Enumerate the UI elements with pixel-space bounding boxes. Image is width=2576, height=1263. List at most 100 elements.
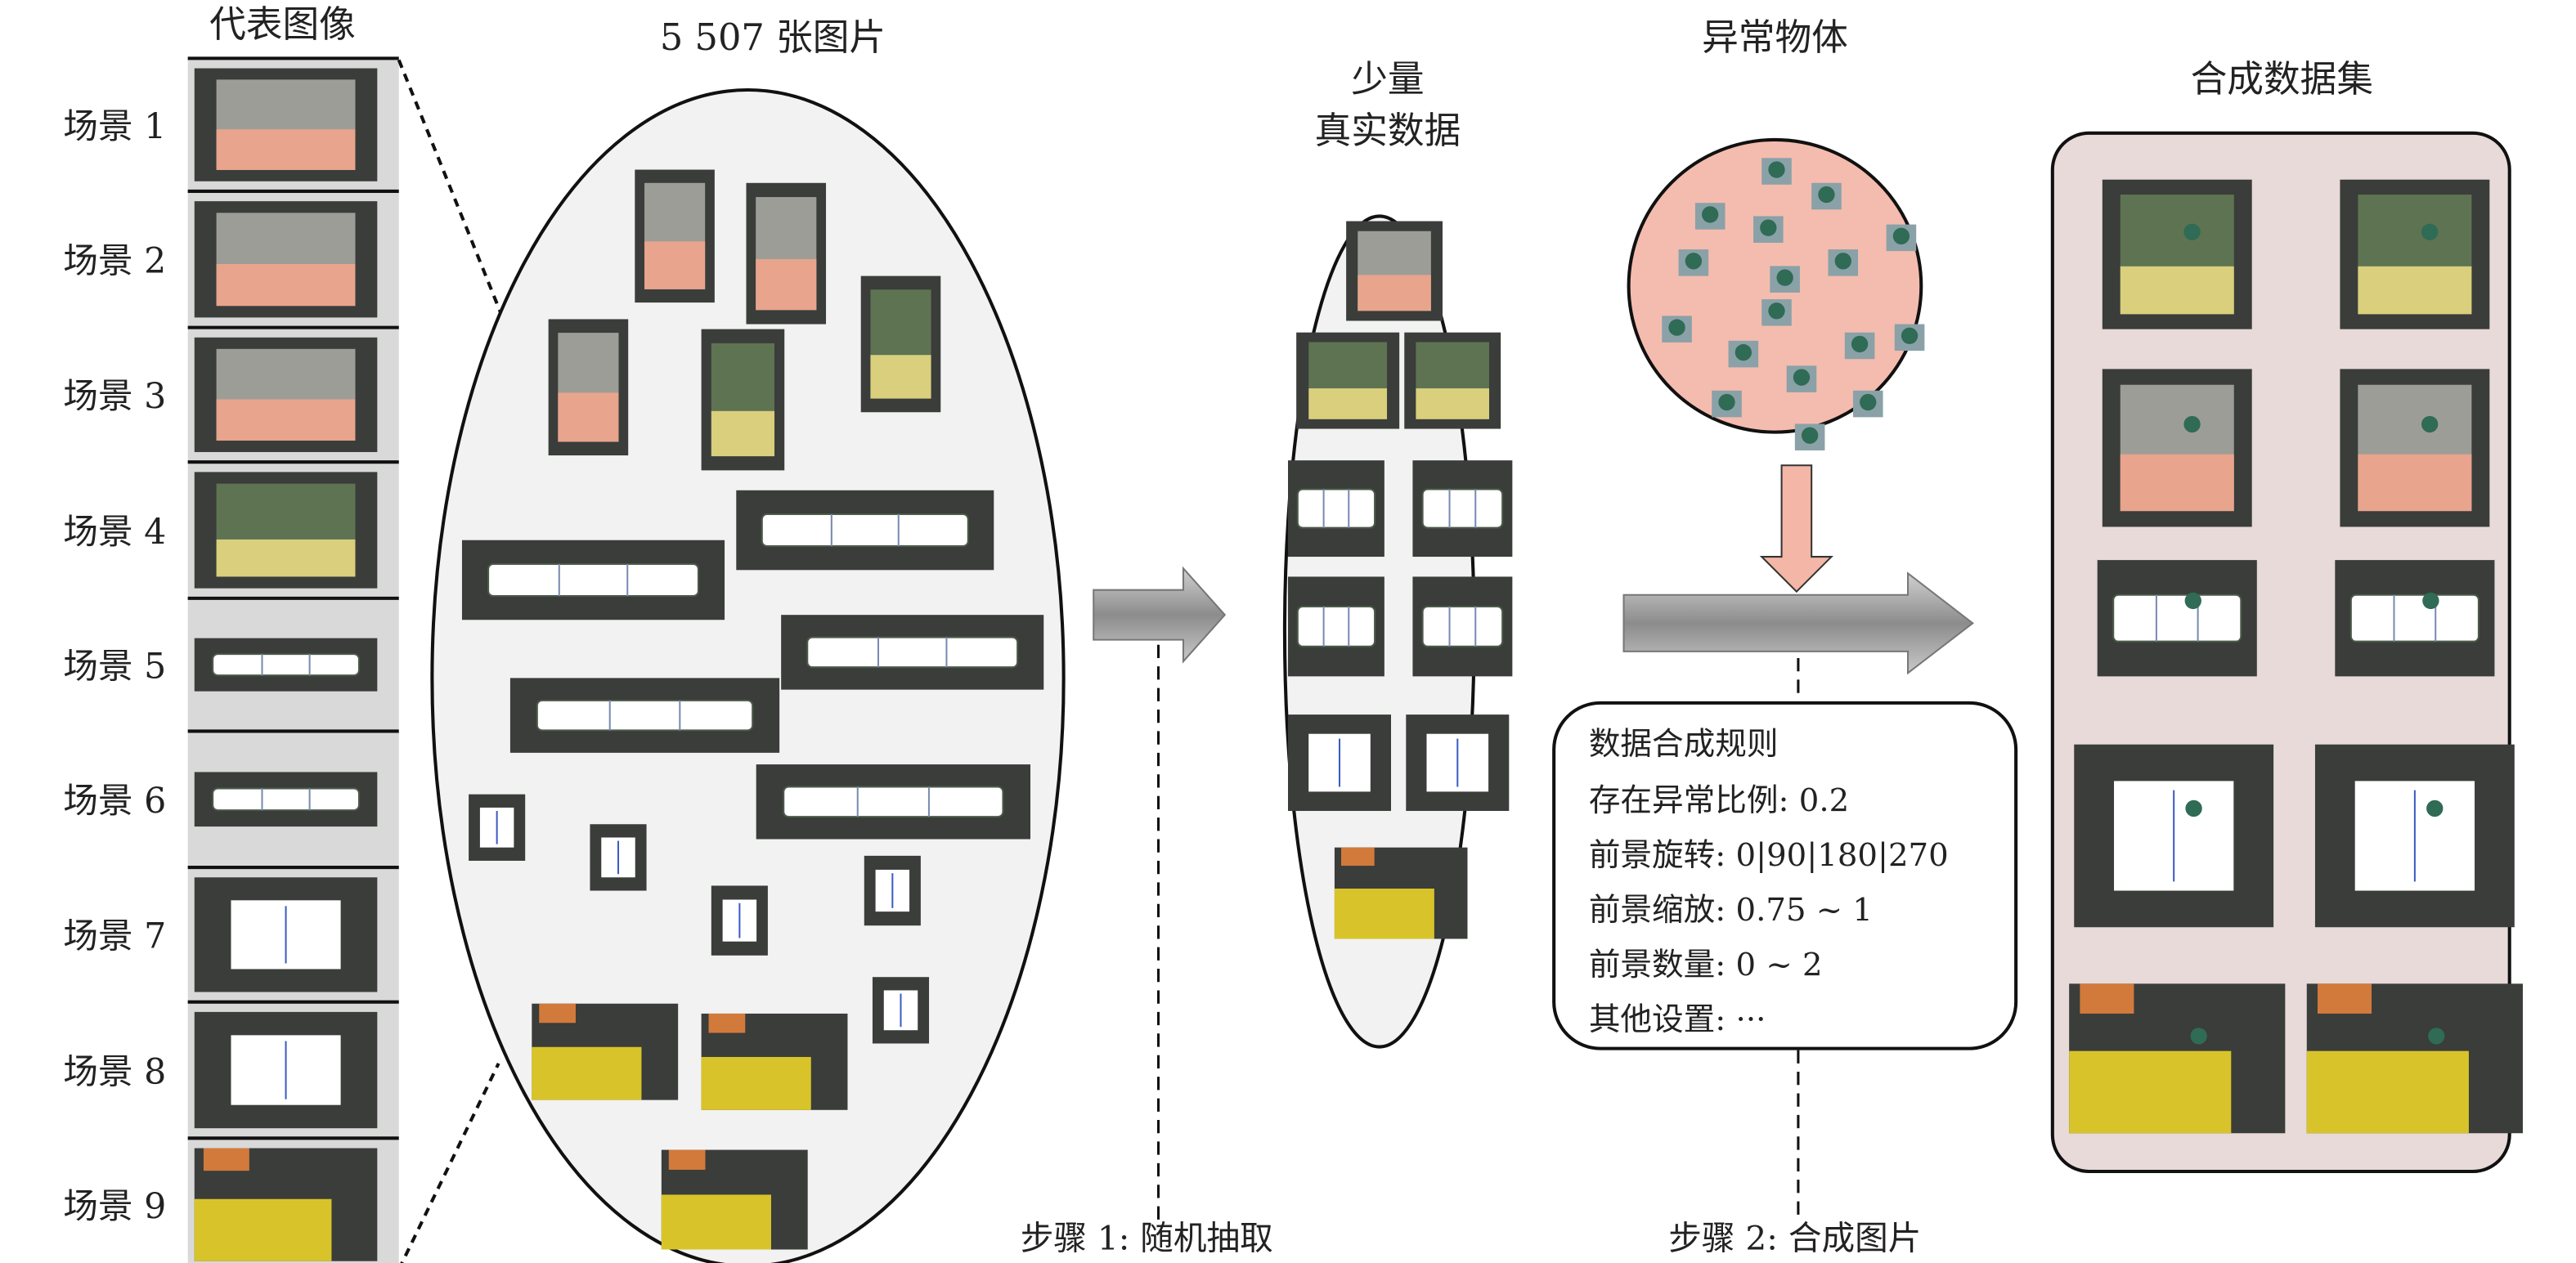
pool-image-connector: [539, 1003, 576, 1023]
scene-thumbnail-tape: [216, 129, 356, 170]
pasted-screw-icon: [2183, 223, 2201, 240]
synthetic-image-connector: [2317, 983, 2372, 1014]
screw-icon: [1768, 161, 1785, 178]
synthetic-image-foil: [2306, 1050, 2469, 1134]
sample-image-foil: [1334, 888, 1434, 939]
sample-image-slot: [1296, 488, 1376, 529]
pool-image-slot: [783, 786, 1004, 818]
rule-line: 前景旋转: 0|90|180|270: [1589, 837, 1949, 874]
scene-label: 场景 6: [63, 781, 166, 822]
synthesis-rules-box: [1552, 701, 2018, 1050]
scene-thumbnail-tape: [216, 539, 356, 577]
screw-icon: [1892, 227, 1910, 244]
pool-image-tape: [644, 241, 706, 289]
screw-icon: [1801, 427, 1819, 444]
scene-label: 场景 5: [63, 646, 166, 687]
pasted-screw-icon: [2184, 592, 2201, 610]
scene-label: 场景 7: [63, 916, 166, 957]
pool-image-slot: [536, 699, 754, 732]
scene-label: 场景 9: [63, 1186, 166, 1227]
pasted-screw-icon: [2183, 415, 2201, 433]
scene-dividers: [187, 56, 399, 1140]
screw-icon: [1851, 335, 1869, 353]
sample-image-slot: [1421, 488, 1504, 529]
pool-image-foil: [701, 1056, 811, 1110]
rule-line: 其他设置: ···: [1589, 1001, 1766, 1038]
screw-icon: [1718, 393, 1735, 411]
sample-image-tape: [1416, 388, 1489, 419]
scene-thumbnail-tape: [216, 263, 356, 307]
pool-image-tape: [870, 355, 931, 399]
pasted-screw-icon: [2426, 799, 2444, 817]
sample-image-tape: [1308, 388, 1388, 419]
sample-title-line2: 真实数据: [1315, 110, 1461, 152]
sample-image-slot: [1421, 605, 1504, 647]
scene-label: 场景 1: [63, 106, 166, 147]
synthetic-image-slot: [2112, 593, 2242, 643]
screw-icon: [1668, 319, 1685, 336]
representative-title: 代表图像: [209, 3, 356, 46]
pool-image-slot: [806, 636, 1019, 669]
synthetic-title: 合成数据集: [2191, 58, 2373, 101]
pool-image-tape: [711, 410, 775, 457]
synthetic-image-tape: [2358, 454, 2472, 512]
pasted-screw-icon: [2428, 1028, 2445, 1045]
sample-image-connector: [1341, 847, 1375, 867]
scene-label: 场景 4: [63, 512, 166, 553]
rule-line: 存在异常比例: 0.2: [1589, 782, 1849, 819]
synthetic-image-foil: [2069, 1050, 2232, 1134]
synthetic-image-tape: [2358, 266, 2472, 315]
synthetic-image-slot: [2349, 593, 2480, 643]
pool-image-tape: [756, 259, 817, 311]
scene-thumbnail-connector: [203, 1148, 249, 1171]
pasted-screw-icon: [2422, 592, 2439, 610]
zoom-dashed-line-bottom: [400, 1063, 500, 1263]
pool-image-slot: [487, 562, 699, 598]
pasted-screw-icon: [2421, 223, 2439, 240]
pasted-screw-icon: [2421, 415, 2439, 433]
rule-line: 前景数量: 0 ~ 2: [1589, 947, 1823, 983]
pool-image-slot: [761, 513, 969, 548]
zoom-dashed-line-top: [397, 59, 504, 317]
screw-icon: [1860, 393, 1877, 411]
screw-icon: [1768, 302, 1785, 320]
pasted-screw-icon: [2190, 1028, 2207, 1045]
pool-image-tape: [558, 392, 619, 442]
scene-label: 场景 3: [63, 376, 166, 417]
down-arrow: [1759, 464, 1834, 593]
pool-image-foil: [532, 1046, 642, 1100]
screw-icon: [1685, 253, 1703, 270]
pool-title: 5 507 张图片: [660, 16, 886, 59]
anomaly-title: 异常物体: [1702, 16, 1848, 59]
pool-image-foil: [661, 1194, 771, 1250]
screw-icon: [1760, 219, 1777, 236]
screw-icon: [1776, 269, 1793, 286]
sample-image-slot: [1296, 605, 1376, 647]
synthetic-image-tape: [2120, 454, 2234, 512]
screw-icon: [1735, 343, 1752, 361]
synthetic-image-connector: [2080, 983, 2134, 1014]
sampling-arrow: [1093, 566, 1227, 664]
screw-icon: [1793, 369, 1811, 386]
scene-thumbnail-slot: [212, 787, 360, 812]
scene-label: 场景 8: [63, 1051, 166, 1092]
pool-image-connector: [668, 1149, 706, 1170]
synthetic-image-tape: [2120, 266, 2234, 315]
step2-label: 步骤 2: 合成图片: [1668, 1219, 1921, 1258]
scene-thumbnail-slot: [212, 653, 360, 677]
scene-thumbnail-tape: [216, 399, 356, 441]
synthesis-arrow: [1622, 571, 1974, 675]
screw-icon: [1702, 206, 1719, 223]
pool-image-connector: [708, 1013, 746, 1033]
step1-label: 步骤 1: 随机抽取: [1021, 1219, 1273, 1258]
sample-title-line1: 少量: [1351, 58, 1424, 101]
rule-line: 前景缩放: 0.75 ~ 1: [1589, 892, 1873, 929]
screw-icon: [1901, 327, 1919, 344]
sample-image-tape: [1358, 275, 1431, 311]
scene-thumbnail-foil: [194, 1198, 332, 1261]
screw-icon: [1834, 253, 1851, 270]
rules-title: 数据合成规则: [1589, 726, 1779, 763]
screw-icon: [1818, 186, 1835, 204]
scene-label: 场景 2: [63, 241, 166, 282]
